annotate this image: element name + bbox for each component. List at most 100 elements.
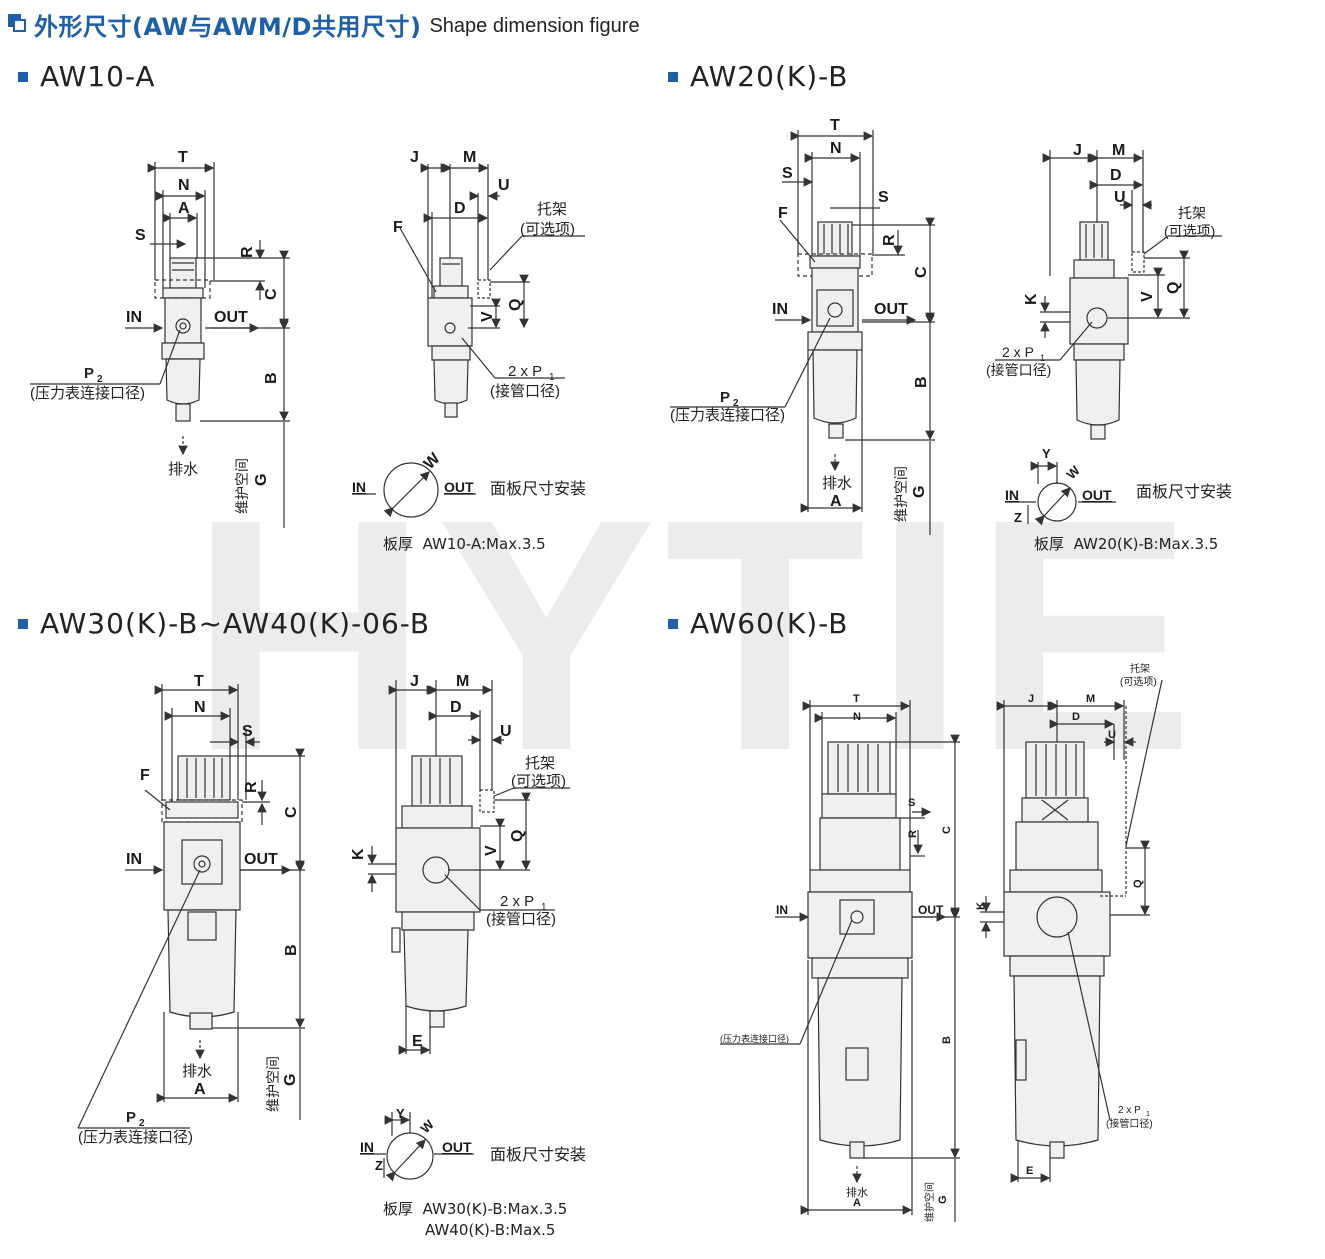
dim-U: U xyxy=(500,723,512,740)
dim-D: D xyxy=(1110,167,1122,184)
dim-N: N xyxy=(178,177,190,194)
section-title-aw10: AW10-A xyxy=(18,60,156,93)
drain-label: 排水 xyxy=(846,1185,868,1199)
dim-R: R xyxy=(239,246,256,258)
thickness-note-aw10: 板厚 AW10-A:Max.3.5 xyxy=(383,533,546,554)
header-square-icon xyxy=(8,14,28,34)
p1-desc: (接管口径) xyxy=(490,383,560,400)
dim-S: S xyxy=(242,723,253,740)
thickness-label: 板厚 xyxy=(1034,535,1065,553)
maintenance-label: 维护空间 xyxy=(265,1056,281,1112)
dim-V: V xyxy=(483,845,500,856)
section-title-aw30: AW30(K)-B~AW40(K)-06-B xyxy=(18,607,430,640)
p1-desc: (接管口径) xyxy=(986,362,1051,378)
in-label: IN xyxy=(776,903,788,917)
dim-U: U xyxy=(498,177,510,194)
bracket-label: 托架 xyxy=(1178,205,1206,221)
thickness-label: 板厚 xyxy=(383,535,414,553)
p2-desc: (压力表连接口径) xyxy=(720,1033,789,1044)
dim-M: M xyxy=(1086,693,1095,705)
bullet-icon xyxy=(18,71,28,82)
p1-sub: 1 xyxy=(1146,1111,1150,1118)
dim-Q: Q xyxy=(1132,879,1144,888)
panel-out-label: OUT xyxy=(444,479,474,495)
p2-desc: (压力表连接口径) xyxy=(78,1129,193,1146)
dim-J: J xyxy=(1073,142,1082,159)
panel-in-label: IN xyxy=(360,1139,374,1155)
thickness-label: 板厚 xyxy=(383,1200,414,1218)
section-label: AW30(K)-B~AW40(K)-06-B xyxy=(40,607,431,640)
thickness-note-aw30: 板厚 AW30(K)-B:Max.3.5 xyxy=(383,1198,567,1219)
bracket-opt-label: (可选项) xyxy=(1164,223,1215,239)
in-label: IN xyxy=(772,301,788,318)
p2-sub: 2 xyxy=(733,398,739,409)
dim-Z: Z xyxy=(1014,510,1022,525)
in-label: IN xyxy=(126,309,142,326)
p1-sub: 1 xyxy=(549,372,555,383)
thickness-value: AW40(K)-B:Max.5 xyxy=(425,1221,556,1239)
dim-F: F xyxy=(140,767,150,784)
dim-M: M xyxy=(463,149,476,166)
page-subtitle: Shape dimension figure xyxy=(429,14,640,37)
p1-sub: 1 xyxy=(541,902,547,913)
panel-in-label: IN xyxy=(352,479,366,495)
dim-D: D xyxy=(450,699,462,716)
bracket-opt-label: (可选项) xyxy=(520,221,575,238)
dim-W: W xyxy=(1064,462,1084,482)
p2-desc: (压力表连接口径) xyxy=(30,385,145,402)
panel-label: 面板尺寸安装 xyxy=(1136,483,1232,501)
dim-N: N xyxy=(853,711,861,723)
dim-D: D xyxy=(454,200,466,217)
dim-E: E xyxy=(1026,1165,1033,1177)
aw60-side-view xyxy=(980,679,1163,1183)
aw20-front-view xyxy=(670,130,935,535)
page-title: 外形尺寸(AW与AWM/D共用尺寸) xyxy=(34,12,422,41)
bracket-label: 托架 xyxy=(537,201,567,218)
dim-E: E xyxy=(412,1033,423,1050)
dim-D: D xyxy=(1072,711,1080,723)
dim-B: B xyxy=(913,376,930,388)
p1-desc: (接管口径) xyxy=(1106,1117,1153,1130)
p1-count: 2 x P xyxy=(1002,344,1034,360)
p2-sub: 2 xyxy=(97,374,103,385)
p2-label: P xyxy=(126,1109,136,1126)
in-label: IN xyxy=(126,851,142,868)
p2-label: P xyxy=(84,365,94,382)
dim-N: N xyxy=(830,140,842,157)
dim-W: W xyxy=(421,449,444,472)
dim-C: C xyxy=(263,288,280,300)
dim-K: K xyxy=(350,848,367,860)
dim-A: A xyxy=(194,1081,206,1098)
bracket-label: 托架 xyxy=(525,755,555,772)
aw10-panel-cutout xyxy=(352,462,476,518)
dim-J: J xyxy=(410,149,419,166)
dim-K: K xyxy=(1023,293,1040,305)
thickness-value: AW20(K)-B:Max.3.5 xyxy=(1073,535,1219,553)
maintenance-label: 维护空间 xyxy=(923,1182,936,1222)
maintenance-label: 维护空间 xyxy=(234,458,250,514)
bracket-opt-label: (可选项) xyxy=(1120,675,1157,688)
dim-V: V xyxy=(1139,291,1156,302)
dim-B: B xyxy=(263,372,280,384)
drain-label: 排水 xyxy=(168,461,198,478)
p1-count: 2 x P xyxy=(1118,1105,1141,1116)
out-label: OUT xyxy=(874,301,908,318)
dim-Q: Q xyxy=(1165,282,1182,294)
out-label: OUT xyxy=(918,903,944,917)
panel-out-label: OUT xyxy=(1082,487,1112,503)
dim-W: W xyxy=(418,1116,438,1136)
dim-J: J xyxy=(410,673,419,690)
dim-C: C xyxy=(913,266,930,278)
dim-Z: Z xyxy=(375,1158,383,1173)
bracket-label: 托架 xyxy=(1130,662,1150,675)
dim-V: V xyxy=(479,311,496,322)
dim-J: J xyxy=(1028,693,1034,705)
dim-T: T xyxy=(830,117,840,134)
dim-M: M xyxy=(1112,142,1125,159)
drain-label: 排水 xyxy=(822,475,852,492)
bullet-icon xyxy=(668,618,678,629)
bullet-icon xyxy=(18,618,28,629)
thickness-note-aw20: 板厚 AW20(K)-B:Max.3.5 xyxy=(1034,533,1218,554)
dim-S: S xyxy=(782,165,793,182)
dim-G: G xyxy=(253,474,270,486)
